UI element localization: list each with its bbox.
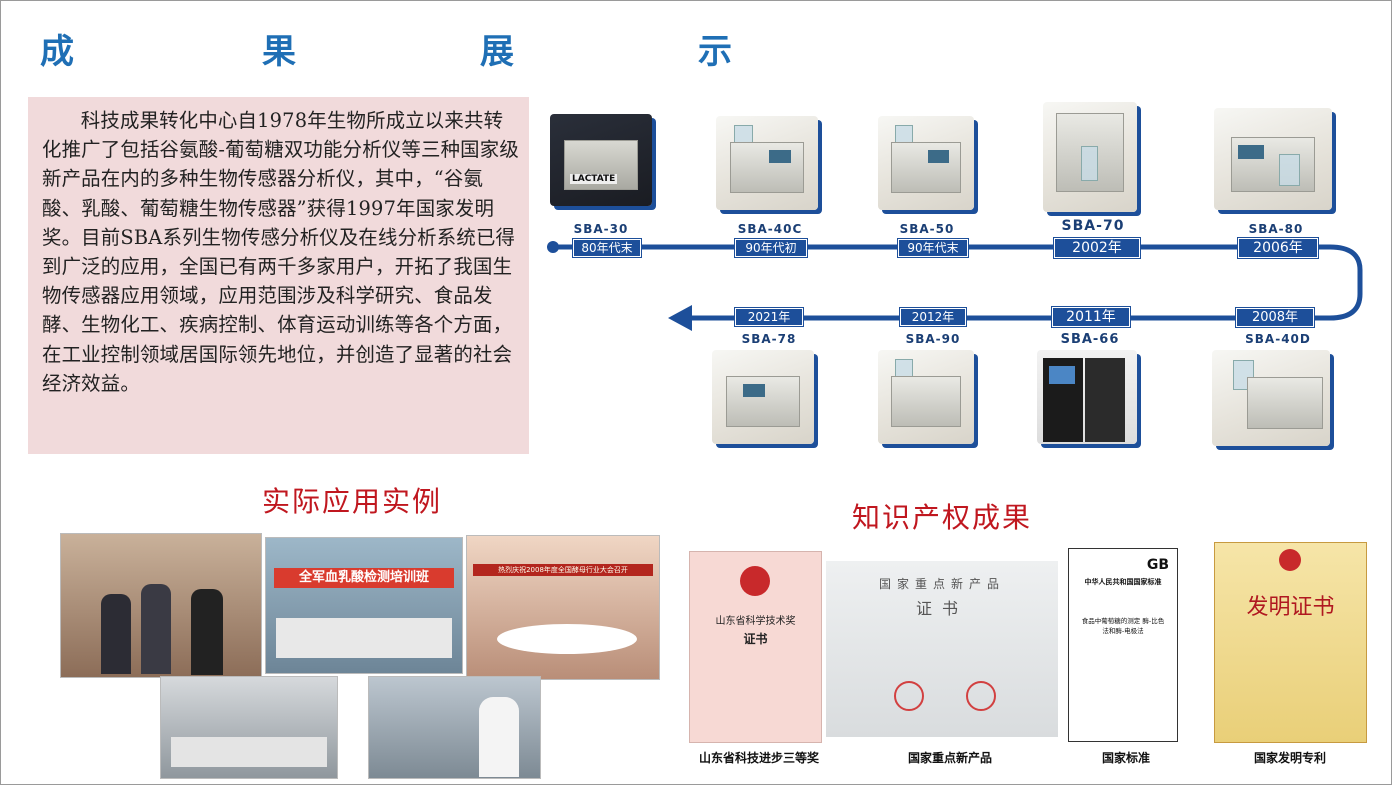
cert-3-heading: 中华人民共和国国家标准 xyxy=(1084,578,1162,586)
model-label-sba-50: SBA-50 xyxy=(899,222,955,236)
model-label-sba-80: SBA-80 xyxy=(1248,222,1304,236)
year-label-sba-70: 2002年 xyxy=(1054,238,1140,258)
model-label-sba-66: SBA-66 xyxy=(1060,332,1120,347)
title-char-1: 成 xyxy=(40,32,74,72)
intro-text: 科技成果转化中心自1978年生物所成立以来共转化推广了包括谷氨酸-葡萄糖双功能分… xyxy=(42,109,519,395)
product-image-sba-90 xyxy=(878,350,974,444)
product-image-sba-80 xyxy=(1214,108,1332,210)
emblem-icon xyxy=(1279,549,1301,571)
year-label-sba-90: 2012年 xyxy=(900,308,966,326)
timeline-arrow-head xyxy=(668,305,692,331)
model-label-sba-40c: SBA-40C xyxy=(737,222,803,236)
ip-title: 知识产权成果 xyxy=(852,501,1033,534)
year-label-sba-40d: 2008年 xyxy=(1236,308,1314,327)
title-char-4: 示 xyxy=(698,32,732,72)
cert-3-doc-title: 食品中葡萄糖的测定 酶-比色法和酶-电极法 xyxy=(1081,617,1165,635)
seal-icon xyxy=(894,681,924,711)
intro-panel: 科技成果转化中心自1978年生物所成立以来共转化推广了包括谷氨酸-葡萄糖双功能分… xyxy=(28,97,529,454)
caption-shandong-award: 山东省科技进步三等奖 xyxy=(698,751,819,765)
timeline-curve xyxy=(1329,244,1363,321)
emblem-icon xyxy=(740,566,770,596)
caption-national-standard: 国家标准 xyxy=(1101,751,1150,765)
cert-2-sub: 证书 xyxy=(915,599,968,618)
lactate-label: LACTATE xyxy=(570,174,618,184)
meeting-banner: 热烈庆祝2008年度全国酵母行业大会召开 xyxy=(473,564,653,576)
title-char-2: 果 xyxy=(262,32,296,72)
model-label-sba-30: SBA-30 xyxy=(573,222,629,236)
application-photo-4 xyxy=(160,676,338,779)
certificate-key-new-product: 国家重点新产品 证书 xyxy=(826,561,1058,737)
product-image-sba-50 xyxy=(878,116,974,210)
year-label-sba-40c: 90年代初 xyxy=(735,239,807,257)
product-image-sba-40c xyxy=(716,116,818,210)
model-label-sba-70: SBA-70 xyxy=(1061,218,1125,234)
cert-2-heading: 国家重点新产品 xyxy=(878,577,1005,591)
product-image-sba-40d xyxy=(1212,350,1330,446)
title-char-3: 展 xyxy=(480,32,514,72)
product-image-sba-30: LACTATE xyxy=(550,114,652,206)
gb-logo: GB xyxy=(1146,557,1169,573)
year-label-sba-66: 2011年 xyxy=(1052,307,1130,327)
year-label-sba-30: 80年代末 xyxy=(573,239,641,257)
caption-key-new-product: 国家重点新产品 xyxy=(907,751,992,765)
certificate-invention-patent: 发明证书 xyxy=(1214,542,1367,743)
seal-icon xyxy=(966,681,996,711)
cert-1-sub: 证书 xyxy=(743,632,768,646)
year-label-sba-78: 2021年 xyxy=(735,308,803,326)
year-label-sba-50: 90年代末 xyxy=(898,239,968,257)
application-photo-2: 全军血乳酸检测培训班 xyxy=(265,537,463,674)
caption-invention-patent: 国家发明专利 xyxy=(1253,751,1326,765)
model-label-sba-90: SBA-90 xyxy=(905,332,961,346)
application-photo-5 xyxy=(368,676,541,779)
applications-title: 实际应用实例 xyxy=(262,485,443,518)
product-image-sba-78 xyxy=(712,350,814,444)
certificate-national-standard: GB 中华人民共和国国家标准 食品中葡萄糖的测定 酶-比色法和酶-电极法 xyxy=(1068,548,1178,742)
model-label-sba-78: SBA-78 xyxy=(741,332,797,346)
training-banner: 全军血乳酸检测培训班 xyxy=(274,568,454,588)
certificate-shandong-award: 山东省科学技术奖 证书 xyxy=(689,551,822,743)
application-photo-1 xyxy=(60,533,262,678)
application-photo-3: 热烈庆祝2008年度全国酵母行业大会召开 xyxy=(466,535,660,680)
cert-4-heading: 发明证书 xyxy=(1246,595,1335,620)
product-image-sba-66 xyxy=(1037,350,1137,444)
model-label-sba-40d: SBA-40D xyxy=(1245,332,1311,346)
year-label-sba-80: 2006年 xyxy=(1238,238,1318,258)
product-image-sba-70 xyxy=(1043,102,1137,212)
cert-1-heading: 山东省科学技术奖 xyxy=(715,616,796,627)
